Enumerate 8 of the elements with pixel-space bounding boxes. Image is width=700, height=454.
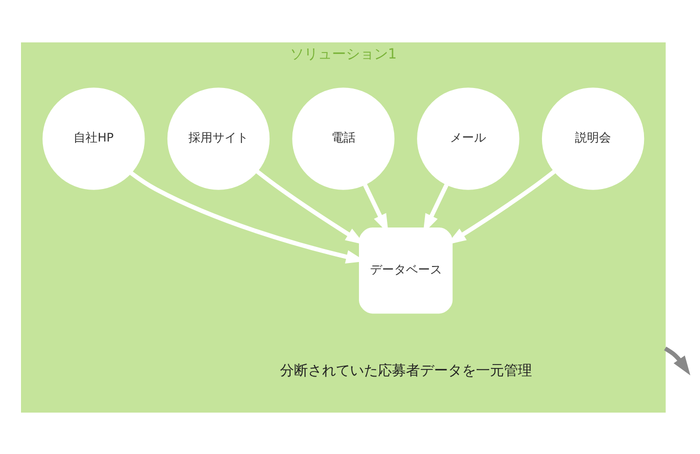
arrow (664, 346, 690, 375)
node-circle: 説明会 (542, 87, 644, 190)
node-circle: 自社HP (42, 87, 145, 190)
node-circle: 電話 (292, 87, 394, 190)
node-circle: メール (417, 87, 520, 190)
label: 分断されていた応募者データを一元管理 (280, 362, 532, 378)
node-box: データベース (358, 227, 453, 314)
node-circle: 採用サイト (167, 87, 270, 190)
